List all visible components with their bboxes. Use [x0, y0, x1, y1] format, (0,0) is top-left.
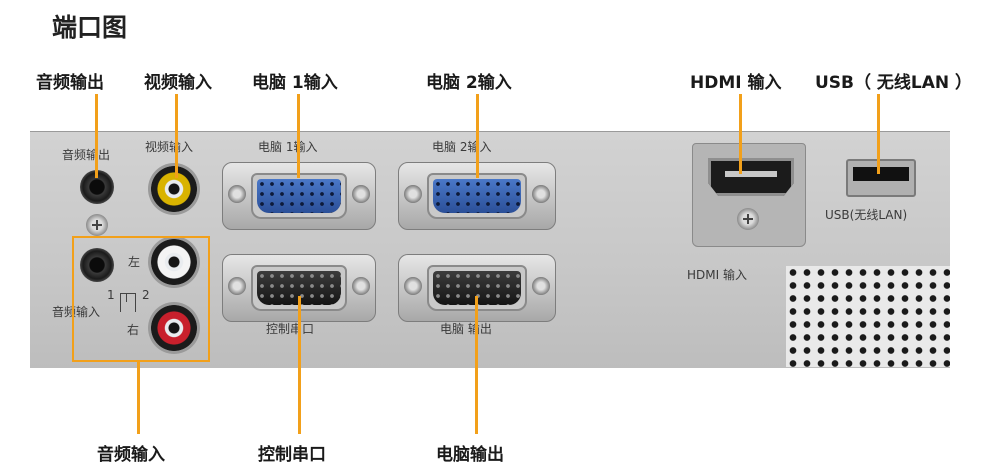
- left-screw: [404, 277, 422, 295]
- leader-pc1-in: [297, 94, 300, 178]
- right-screw: [532, 185, 550, 203]
- vent-grille: [786, 266, 950, 367]
- panel-label-right: 右: [127, 323, 140, 337]
- right-screw: [352, 277, 370, 295]
- leader-usb: [877, 94, 880, 174]
- left-screw: [228, 277, 246, 295]
- panel-label-serial: 控制串口: [266, 322, 315, 336]
- pc1-in-vga-port[interactable]: [222, 162, 376, 230]
- port-pins: [257, 179, 341, 213]
- callout-usb: USB（ 无线LAN ）: [815, 73, 973, 93]
- callout-hdmi-in: HDMI 输入: [690, 73, 782, 93]
- leader-audio-in: [137, 362, 140, 434]
- port-shell: [251, 173, 347, 219]
- audio-in-highlight-box: [72, 236, 210, 362]
- panel-screw: [86, 214, 108, 236]
- usb-port[interactable]: [846, 159, 916, 197]
- audio-in-rca-right[interactable]: [148, 302, 200, 354]
- callout-pc-out: 电脑输出: [436, 445, 504, 465]
- audio-in-rca-left[interactable]: [148, 236, 200, 288]
- panel-label-audio-out: 音频输出: [62, 148, 111, 162]
- right-screw: [352, 185, 370, 203]
- callout-pc2-in: 电脑 2输入: [426, 73, 512, 93]
- port-shell: [427, 173, 527, 219]
- pc2-in-vga-port[interactable]: [398, 162, 556, 230]
- leader-pc-out: [475, 296, 478, 434]
- leader-hdmi-in: [739, 94, 742, 174]
- video-in-rca[interactable]: [148, 163, 200, 215]
- audio-bracket: [120, 293, 136, 312]
- panel-label-pc-out: 电脑 输出: [440, 322, 492, 336]
- right-screw: [532, 277, 550, 295]
- hdmi-screw: [737, 208, 759, 230]
- panel-label-usb: USB(无线LAN): [825, 208, 908, 222]
- callout-pc1-in: 电脑 1输入: [252, 73, 338, 93]
- leader-serial: [298, 296, 301, 434]
- panel-label-video-in: 视频输入: [145, 140, 194, 154]
- left-screw: [228, 185, 246, 203]
- panel-label-num2: 2: [142, 288, 150, 302]
- leader-pc2-in: [476, 94, 479, 178]
- panel-label-pc1-in: 电脑 1输入: [258, 140, 318, 154]
- panel-label-audio-in: 音频输入: [52, 305, 101, 319]
- callout-serial: 控制串口: [258, 445, 326, 465]
- callout-audio-out: 音频输出: [36, 73, 104, 93]
- callout-video-in: 视频输入: [144, 73, 212, 93]
- port-pins: [433, 179, 521, 213]
- page-title: 端口图: [52, 13, 128, 42]
- panel-label-num1: 1: [107, 288, 115, 302]
- audio-bracket-stem: [126, 293, 127, 302]
- leader-audio-out: [95, 94, 98, 178]
- panel-label-pc2-in: 电脑 2输入: [432, 140, 492, 154]
- callout-audio-in: 音频输入: [97, 445, 165, 465]
- panel-label-left: 左: [128, 255, 141, 269]
- leader-video-in: [175, 94, 178, 178]
- left-screw: [404, 185, 422, 203]
- audio-in-jack-1[interactable]: [80, 248, 114, 282]
- panel-label-hdmi-in: HDMI 输入: [687, 268, 747, 282]
- hdmi-in-port[interactable]: [708, 158, 794, 196]
